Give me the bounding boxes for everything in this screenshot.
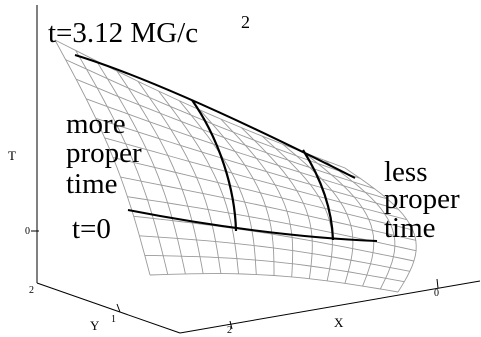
title-main: t=3.12 MG/c xyxy=(48,17,198,49)
x-axis-label: X xyxy=(334,315,344,330)
x-tick-label-2: 2 xyxy=(227,325,232,336)
mesh-line-v xyxy=(86,98,388,200)
label-more: more xyxy=(66,108,126,140)
x-tick-2 xyxy=(229,320,233,330)
t0-slice-curve xyxy=(127,209,378,242)
mesh-line-v xyxy=(75,78,375,190)
t-axis-label: T xyxy=(8,148,16,163)
mesh-line-u xyxy=(261,135,333,281)
mesh-line-v xyxy=(127,196,417,252)
label-t0: t=0 xyxy=(72,213,111,245)
mesh-line-v xyxy=(120,176,416,241)
label-time-left: time xyxy=(66,168,118,200)
t-tick-label-0: 0 xyxy=(25,226,30,237)
mesh-line-v xyxy=(139,235,410,272)
label-proper-left: proper xyxy=(66,137,142,169)
x-tick-0 xyxy=(436,278,439,289)
mesh-line-v xyxy=(149,273,399,293)
title-main-text: t=3.12 MG/c xyxy=(48,17,198,49)
x-axis-line xyxy=(179,280,481,334)
worldline-curve-left xyxy=(191,99,238,232)
x-tick-label-0: 0 xyxy=(434,288,439,299)
mesh-line-u xyxy=(303,151,375,287)
mesh-line-v xyxy=(133,215,414,262)
mesh-line-v xyxy=(112,157,413,231)
y-tick-label-2: 2 xyxy=(29,285,34,296)
y-tick-label-1: 1 xyxy=(111,314,116,325)
axis-frame xyxy=(31,5,481,334)
mesh-line-v xyxy=(95,117,399,210)
label-time-right: time xyxy=(384,212,436,244)
top-time-curve xyxy=(74,54,356,179)
y-axis-line xyxy=(36,282,181,334)
mesh-line-u xyxy=(178,100,257,275)
label-proper-right: proper xyxy=(384,183,460,215)
y-axis-label: Y xyxy=(90,318,100,333)
mesh-line-v xyxy=(144,254,405,283)
mesh-line-v xyxy=(104,137,408,221)
worldline-curve-right xyxy=(302,149,335,241)
title-exponent: 2 xyxy=(241,12,250,32)
highlight-curves xyxy=(74,54,378,242)
label-less: less xyxy=(384,156,428,188)
y-tick-1 xyxy=(116,303,121,313)
